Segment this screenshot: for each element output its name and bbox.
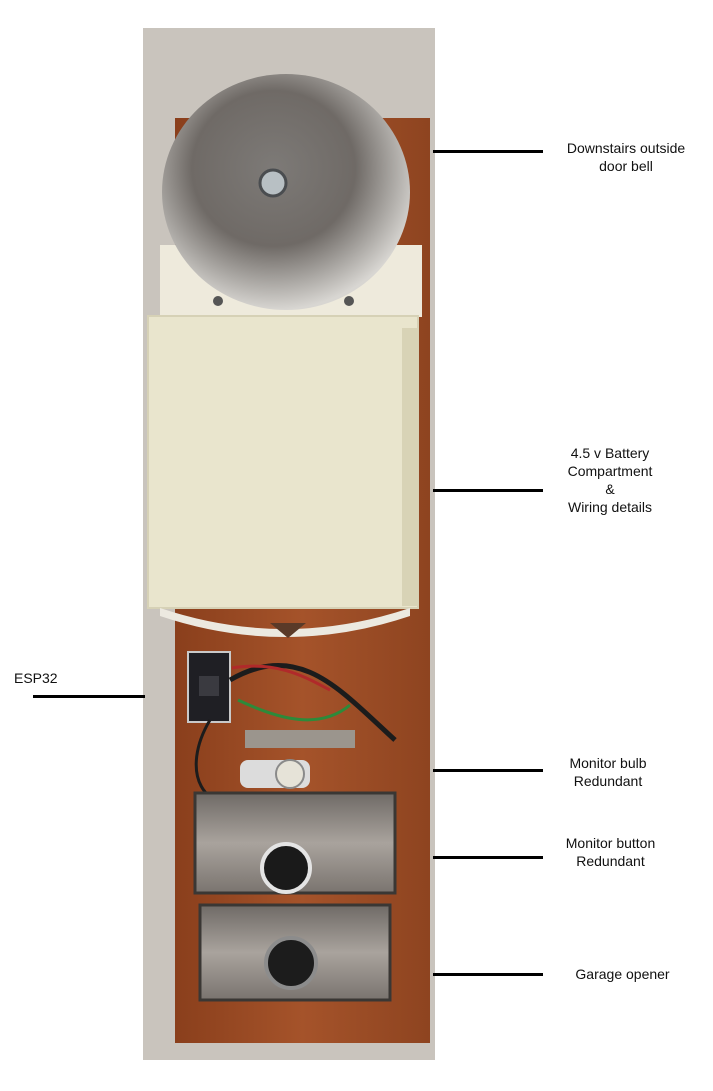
esp32-label: ESP32: [14, 669, 74, 687]
door-bell-leader: [433, 150, 543, 153]
compartment-arrow: [270, 623, 306, 638]
bulb-bracket: [245, 730, 355, 748]
bell-screw-right: [344, 296, 354, 306]
battery-label-line2: Compartment: [567, 463, 653, 479]
wire-red: [231, 664, 331, 692]
monitor-bulb: [275, 759, 305, 789]
battery-label-line3: &: [605, 481, 615, 497]
monitor-bulb-label: Monitor bulb Redundant: [548, 754, 668, 790]
garage-button: [264, 936, 318, 990]
battery-compartment-case: [147, 315, 419, 609]
battery-label: 4.5 v Battery Compartment & Wiring detai…: [545, 444, 675, 516]
battery-leader: [433, 489, 543, 492]
monitor-bulb-label-line1: Monitor bulb: [569, 755, 647, 771]
monitor-button-label: Monitor button Redundant: [548, 834, 673, 870]
esp32-leader: [33, 695, 145, 698]
monitor-button-leader: [433, 856, 543, 859]
door-bell-label-line1: Downstairs outside: [566, 140, 686, 156]
monitor-button: [260, 842, 312, 894]
wire-green: [237, 698, 351, 722]
door-bell-label-line2: door bell: [599, 158, 653, 174]
battery-compartment-bottom: [160, 608, 410, 637]
battery-compartment-lip: [402, 328, 418, 606]
bell-bolt: [258, 168, 288, 198]
bell-dome: [162, 74, 410, 310]
garage-opener-label: Garage opener: [560, 965, 685, 983]
monitor-button-label-line1: Monitor button: [565, 835, 656, 851]
battery-label-line4: Wiring details: [567, 499, 653, 515]
monitor-bulb-leader: [433, 769, 543, 772]
door-bell-label: Downstairs outside door bell: [556, 139, 696, 175]
esp32-label-line1: ESP32: [14, 670, 58, 686]
garage-opener-leader: [433, 973, 543, 976]
wires: [228, 662, 397, 742]
bell-screw-left: [213, 296, 223, 306]
monitor-button-label-line2: Redundant: [576, 853, 645, 869]
esp32-chip: [199, 676, 219, 696]
garage-opener-label-line1: Garage opener: [575, 966, 670, 982]
battery-label-line1: 4.5 v Battery: [570, 445, 650, 461]
monitor-bulb-label-line2: Redundant: [573, 773, 643, 789]
